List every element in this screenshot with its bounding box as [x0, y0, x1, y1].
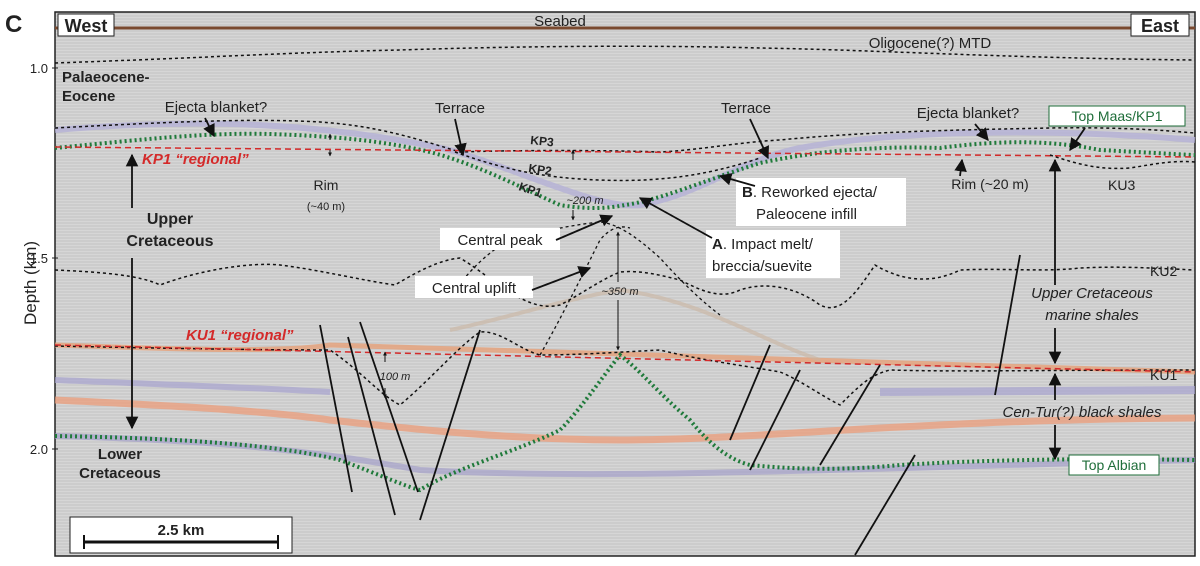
central-uplift-label: Central uplift	[432, 280, 517, 297]
rim-west-label: Rim	[314, 177, 339, 193]
uc-marine-label-1: Upper Cretaceous	[1031, 285, 1153, 302]
b-callout-line2: Paleocene infill	[756, 206, 857, 223]
ku3-horizon	[1049, 154, 1196, 170]
ku1-label: KU1	[1150, 367, 1177, 383]
ejecta-west-label: Ejecta blanket?	[165, 99, 268, 116]
uc-marine-label-2: marine shales	[1045, 307, 1139, 324]
rim-east-label: Rim (~20 m)	[951, 176, 1028, 192]
mtd-horizon	[54, 45, 1196, 64]
central-uplift-box	[415, 276, 533, 298]
cen-tur-label: Cen-Tur(?) black shales	[1003, 404, 1162, 421]
west-box	[57, 13, 115, 37]
y-tick-3: 2.0	[30, 442, 48, 457]
top-maas-label: Top Maas/KP1	[1071, 108, 1162, 124]
d100-label: 100 m	[380, 371, 411, 383]
y-ticks	[52, 67, 58, 450]
ejecta-east-label: Ejecta blanket?	[917, 105, 1020, 122]
a-callout-box	[706, 230, 840, 278]
panel-letter: C	[5, 11, 22, 38]
scale-bar-box	[69, 516, 293, 554]
top-maas-box	[1048, 105, 1186, 127]
ku2-horizon	[54, 257, 1196, 309]
rim-west-size: (~40 m)	[307, 201, 345, 213]
east-label: East	[1141, 16, 1179, 36]
terrace-west-label: Terrace	[435, 100, 485, 117]
thickness-arrows	[328, 133, 620, 399]
upper-cretaceous-label-1: Upper	[147, 211, 193, 228]
a-callout-line2: breccia/suevite	[712, 258, 812, 275]
top-albian-box	[1068, 454, 1160, 476]
b-callout-box	[736, 178, 906, 226]
y-axis-label: Depth (km)	[21, 241, 40, 325]
ku3-label: KU3	[1108, 177, 1135, 193]
upper-cretaceous-label-2: Cretaceous	[126, 233, 213, 250]
palaeocene-label-1: Palaeocene-	[62, 69, 150, 86]
terrace-east-label: Terrace	[721, 100, 771, 117]
east-box	[1130, 13, 1190, 37]
y-tick-2: 1.5	[30, 251, 48, 266]
top-albian-label: Top Albian	[1082, 457, 1147, 473]
a-callout-line1: A. Impact melt/	[712, 236, 814, 253]
kp3-label: KP3	[530, 133, 555, 149]
scale-bar-label: 2.5 km	[158, 522, 205, 539]
y-tick-1: 1.0	[30, 61, 48, 76]
kp2-horizon	[454, 151, 761, 182]
top-albian-horizon	[54, 352, 1196, 493]
kp1-regional-line	[54, 146, 1196, 158]
central-peak-label: Central peak	[457, 232, 543, 249]
kp1-regional-label: KP1 “regional”	[142, 151, 249, 168]
central-peak-box	[440, 228, 560, 250]
lower-cretaceous-label-1: Lower	[98, 446, 142, 463]
palaeocene-label-2: Eocene	[62, 88, 115, 105]
seabed-label: Seabed	[534, 13, 586, 30]
kp2-label: KP2	[528, 161, 553, 178]
lower-cretaceous-label-2: Cretaceous	[79, 465, 161, 482]
ku1-regional-label: KU1 “regional”	[186, 327, 294, 344]
faults	[319, 254, 1021, 556]
kp1-horizon	[54, 131, 1196, 211]
annotation-arrows	[125, 117, 1086, 461]
kp1-label: KP1	[517, 180, 544, 201]
d200-label: ~200 m	[567, 195, 604, 207]
west-label: West	[65, 16, 108, 36]
mtd-label: Oligocene(?) MTD	[869, 35, 992, 52]
central-uplift-flank	[539, 226, 631, 356]
ku2-label: KU2	[1150, 263, 1177, 279]
b-callout-line1: B. Reworked ejecta/	[742, 184, 878, 201]
d350-label: ~350 m	[602, 286, 639, 298]
